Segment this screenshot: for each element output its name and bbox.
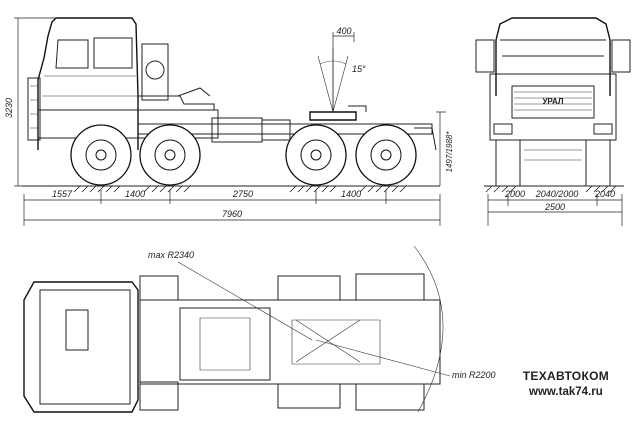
- dim-wheelbase-mid: 2750: [232, 189, 253, 199]
- min-turn-radius: min R2200: [452, 370, 496, 380]
- dim-track-2: 2040/2000: [535, 189, 579, 199]
- side-view: 3230 400 15° 1497/1988* 1557 1400 2750 1…: [4, 17, 454, 226]
- dim-track-3: 2040: [594, 189, 615, 199]
- dim-height-total: 3230: [4, 98, 14, 118]
- rear-axle-2-wheel: [355, 124, 417, 186]
- grille-badge: УРАЛ: [542, 97, 563, 106]
- front-view: УРАЛ 2000 2040/2000 2040 2500: [475, 17, 631, 226]
- dim-overall-length: 7960: [222, 209, 242, 219]
- brand-url[interactable]: www.tak74.ru: [529, 386, 603, 398]
- max-radius-line: [177, 261, 313, 341]
- brand-name: ТЕХАВТОКОМ: [522, 369, 609, 383]
- max-turn-radius: max R2340: [148, 250, 194, 260]
- fifth-wheel: [309, 111, 357, 121]
- dim-kingpin-offset: 400: [336, 26, 351, 36]
- dim-wheelbase-front: 1400: [125, 189, 145, 199]
- dim-track-1: 2000: [504, 189, 525, 199]
- brand-block: ТЕХАВТОКОМ www.tak74.ru: [523, 369, 609, 398]
- dim-overall-width: 2500: [544, 202, 565, 212]
- dim-wheelbase-rear: 1400: [341, 189, 361, 199]
- front-axle-1-wheel: [70, 124, 132, 186]
- front-axle-2-wheel: [139, 124, 201, 186]
- top-cab-outline: [23, 281, 139, 413]
- dim-tilt-angle: 15°: [352, 64, 366, 74]
- turning-arc: [413, 245, 444, 413]
- front-cab-outline: [495, 17, 611, 96]
- rear-axle-1-wheel: [285, 124, 347, 186]
- dim-fifth-wheel-height: 1497/1988*: [445, 131, 454, 173]
- cab-outline: [37, 17, 139, 150]
- dim-front-overhang: 1557: [52, 189, 73, 199]
- top-view: max R2340 min R2200: [23, 245, 496, 413]
- min-radius-line: [315, 339, 451, 377]
